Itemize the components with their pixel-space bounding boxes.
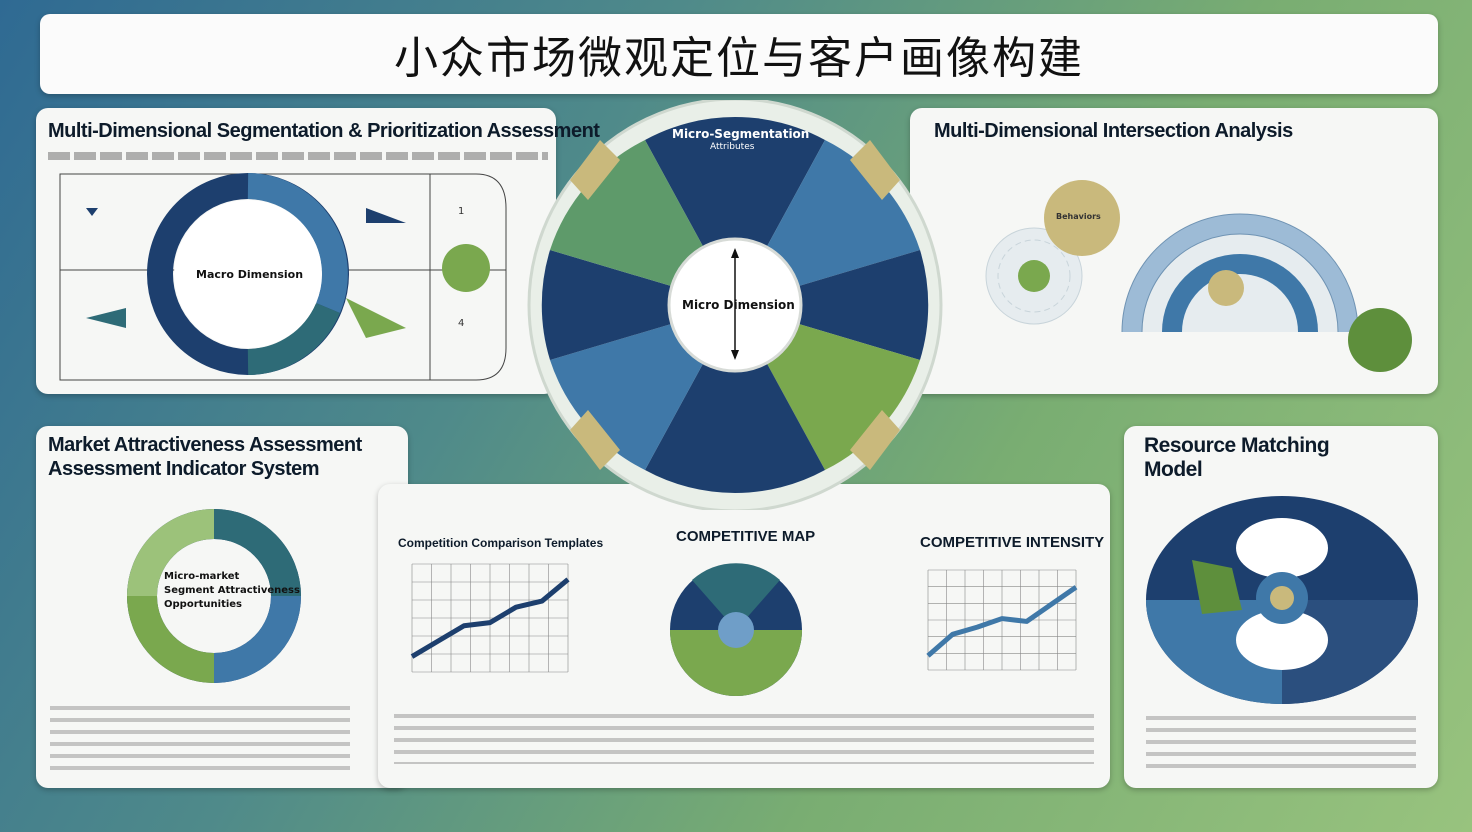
segmentation-center-label: Macro Dimension [196, 268, 304, 281]
competitive-panel: Competition Comparison Templates COMPETI… [378, 484, 1110, 788]
competitive-intensity-title: COMPETITIVE INTENSITY [920, 534, 1105, 551]
attractiveness-paragraph [50, 706, 350, 776]
attractiveness-center-3: Opportunities [164, 599, 243, 610]
competition-template-title: Competition Comparison Templates [398, 536, 604, 550]
competition-line-chart [410, 563, 570, 673]
intersection-title: Multi-Dimensional Intersection Analysis [934, 120, 1293, 142]
attractiveness-panel: Market Attractiveness Assessment Assessm… [36, 426, 408, 788]
page-title: 小众市场微观定位与客户画像构建 [394, 33, 1084, 84]
attractiveness-center-1: Micro-market [164, 571, 240, 582]
competitive-intensity-chart [926, 569, 1078, 671]
title-bar: 小众市场微观定位与客户画像构建 [40, 14, 1438, 94]
micro-segmentation-wheel [527, 100, 943, 510]
attractiveness-diagram [127, 509, 301, 683]
segmentation-panel: Multi-Dimensional Segmentation & Priorit… [36, 108, 600, 394]
intersection-panel: Multi-Dimensional Intersection Analysis … [910, 108, 1438, 394]
segmentation-diagram [59, 173, 507, 381]
intersection-bubble-label: Behaviors [1056, 212, 1101, 221]
intersection-diagram [985, 180, 1412, 372]
resource-panel: Resource Matching Model [1124, 426, 1438, 788]
competitive-map-title: COMPETITIVE MAP [676, 528, 816, 545]
wheel-top-title: Micro-Segmentation [672, 127, 810, 141]
attractiveness-title-2: Assessment Indicator System [48, 458, 320, 480]
resource-title-1: Resource Matching [1144, 434, 1330, 457]
resource-title-2: Model [1144, 458, 1203, 481]
resource-paragraph [1146, 716, 1416, 776]
resource-diagram [1146, 496, 1418, 704]
series-line [410, 577, 570, 659]
attractiveness-title-1: Market Attractiveness Assessment [48, 434, 362, 456]
segmentation-num-1: 1 [458, 206, 465, 217]
segmentation-subtext [48, 152, 548, 160]
wheel-top-sub: Attributes [710, 142, 755, 152]
wheel-center-label: Micro Dimension [682, 298, 795, 312]
attractiveness-center-2: Segment Attractiveness [164, 585, 300, 596]
competitive-paragraph [394, 714, 1094, 764]
segmentation-num-4: 4 [458, 318, 465, 329]
segmentation-title: Multi-Dimensional Segmentation & Priorit… [48, 120, 600, 142]
series-line [926, 585, 1078, 658]
competitive-map-diagram [670, 563, 802, 696]
